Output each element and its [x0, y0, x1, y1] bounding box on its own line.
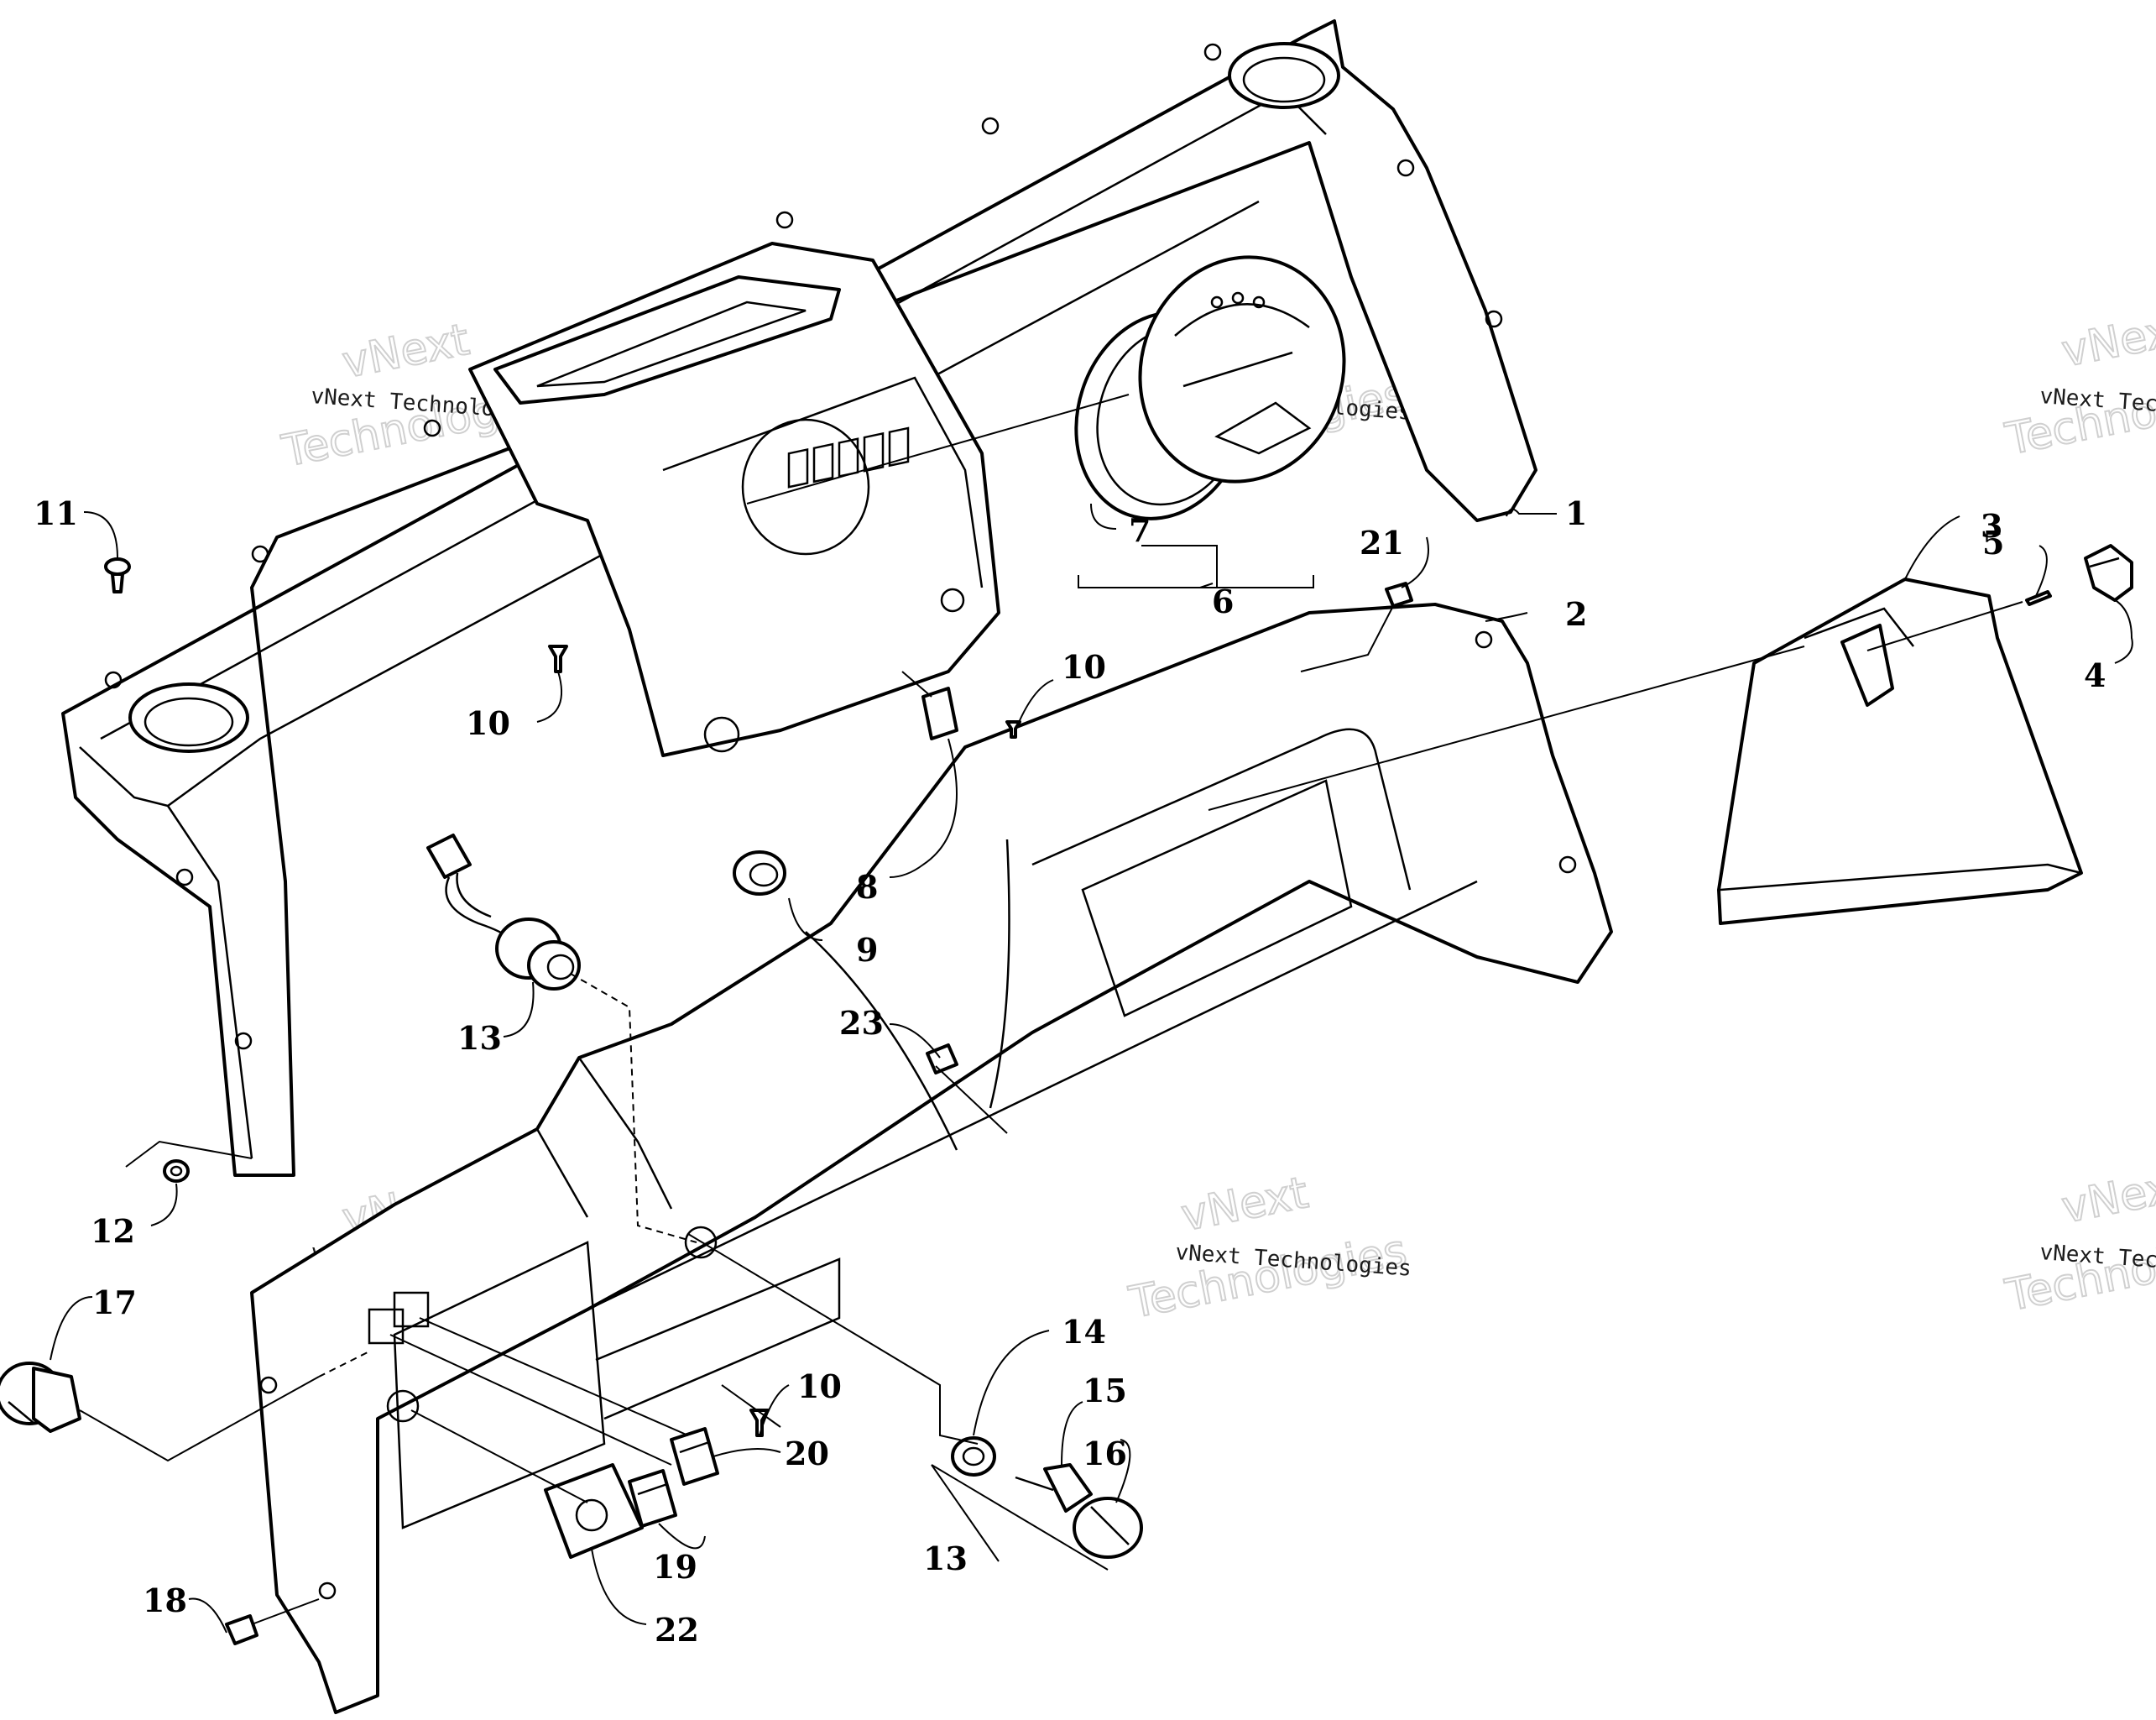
part-power-outlet: [733, 850, 786, 896]
leader-lines: [50, 394, 2133, 1634]
part-push-rivet: [104, 557, 131, 593]
callout-5: 5: [1982, 524, 2004, 562]
callout-10a: 10: [466, 704, 510, 742]
part-nut: [951, 1436, 996, 1477]
part-decal-plate: [544, 1463, 644, 1559]
part-clip-21: [1385, 582, 1413, 608]
callout-18: 18: [143, 1581, 187, 1619]
callout-14: 14: [1062, 1313, 1106, 1351]
callout-11: 11: [34, 494, 78, 532]
callout-3: 3: [1981, 507, 2002, 545]
part-upper-dash: [61, 19, 1537, 1177]
callout-labels: 1 2 3 4 5 6 7 8 9 10 10 10 11 12 13 13 1…: [34, 494, 2106, 1649]
part-pin: [2025, 590, 2052, 606]
callout-20: 20: [785, 1435, 829, 1472]
callout-9: 9: [856, 931, 878, 969]
watermark-brand: vNext: [2058, 304, 2156, 378]
callout-1: 1: [1565, 494, 1587, 532]
part-latch: [2084, 544, 2133, 602]
part-glove-box-door: [1717, 578, 2083, 925]
watermark-brand: vNext: [2058, 1160, 2156, 1234]
part-grommet: [163, 1159, 190, 1183]
part-key-switch: [0, 1362, 81, 1433]
callout-17: 17: [92, 1283, 137, 1321]
part-ignition-switch: [426, 834, 581, 991]
callout-7: 7: [1129, 511, 1151, 549]
watermark-brand: vNext: [338, 315, 473, 389]
callout-10c: 10: [797, 1367, 842, 1405]
watermark-top-right: vNext Technologies: [2001, 303, 2156, 467]
watermark-bottom-right: vNext Technologies: [2001, 1159, 2156, 1323]
callout-15: 15: [1083, 1372, 1127, 1409]
part-lower-dash: [250, 603, 1613, 1714]
part-key: [1015, 1463, 1093, 1513]
callout-6: 6: [1212, 583, 1234, 620]
watermark-brand: vNext: [1177, 1168, 1313, 1242]
callout-22: 22: [655, 1611, 699, 1649]
part-knob: [1073, 1497, 1143, 1559]
part-switch-blank: [921, 687, 958, 740]
cup-holder-left: [128, 682, 249, 753]
callout-2: 2: [1565, 595, 1587, 633]
callout-19: 19: [653, 1548, 697, 1586]
callout-13b: 13: [923, 1540, 968, 1577]
callout-13a: 13: [457, 1019, 502, 1057]
part-screw-10c: [749, 1409, 770, 1437]
callout-21: 21: [1360, 524, 1404, 562]
gauge-face: [1138, 255, 1346, 484]
part-rocker-switch-19: [628, 1469, 677, 1528]
part-gauge: [1074, 255, 1346, 520]
part-screw-10a: [548, 645, 568, 673]
glove-box-latch-handle: [1840, 624, 1894, 707]
display-bezel: [493, 275, 841, 405]
part-rocker-switch-20: [670, 1427, 719, 1486]
cup-holder-right: [1228, 42, 1340, 109]
callout-4: 4: [2084, 656, 2106, 694]
callout-10b: 10: [1062, 648, 1106, 686]
callout-16: 16: [1083, 1435, 1127, 1472]
callout-23: 23: [839, 1004, 884, 1042]
callout-12: 12: [91, 1212, 135, 1250]
watermark-bottom-center: vNext Technologies: [1125, 1167, 1412, 1330]
part-clip: [225, 1614, 258, 1645]
callout-8: 8: [856, 868, 878, 906]
